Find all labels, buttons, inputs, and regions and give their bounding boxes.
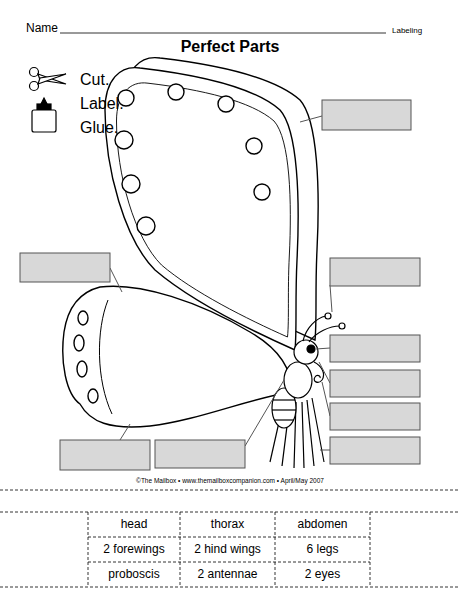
glue-icon [32, 98, 56, 132]
worksheet-title: Perfect Parts [0, 38, 460, 56]
instruction: Label. [80, 95, 124, 113]
table-cell: 2 forewings [88, 543, 180, 556]
instruction: Glue. [80, 119, 118, 137]
label-box [20, 100, 420, 470]
table-cell: abdomen [275, 518, 370, 531]
table-cell: proboscis [88, 568, 180, 581]
table-cell: 2 hind wings [180, 543, 275, 556]
table-cell: thorax [180, 518, 275, 531]
name-field: Name [26, 22, 58, 35]
table-cell: 2 eyes [275, 568, 370, 581]
sheet-type: Labeling [392, 27, 422, 36]
instruction: Cut. [80, 71, 109, 89]
scissors-icon [30, 68, 67, 91]
table-cell: head [88, 518, 180, 531]
copyright-note: ©The Mailbox • www.themailboxcompanion.c… [0, 477, 460, 484]
table-cell: 2 antennae [180, 568, 275, 581]
cut-table [0, 490, 460, 587]
table-cell: 6 legs [275, 543, 370, 556]
